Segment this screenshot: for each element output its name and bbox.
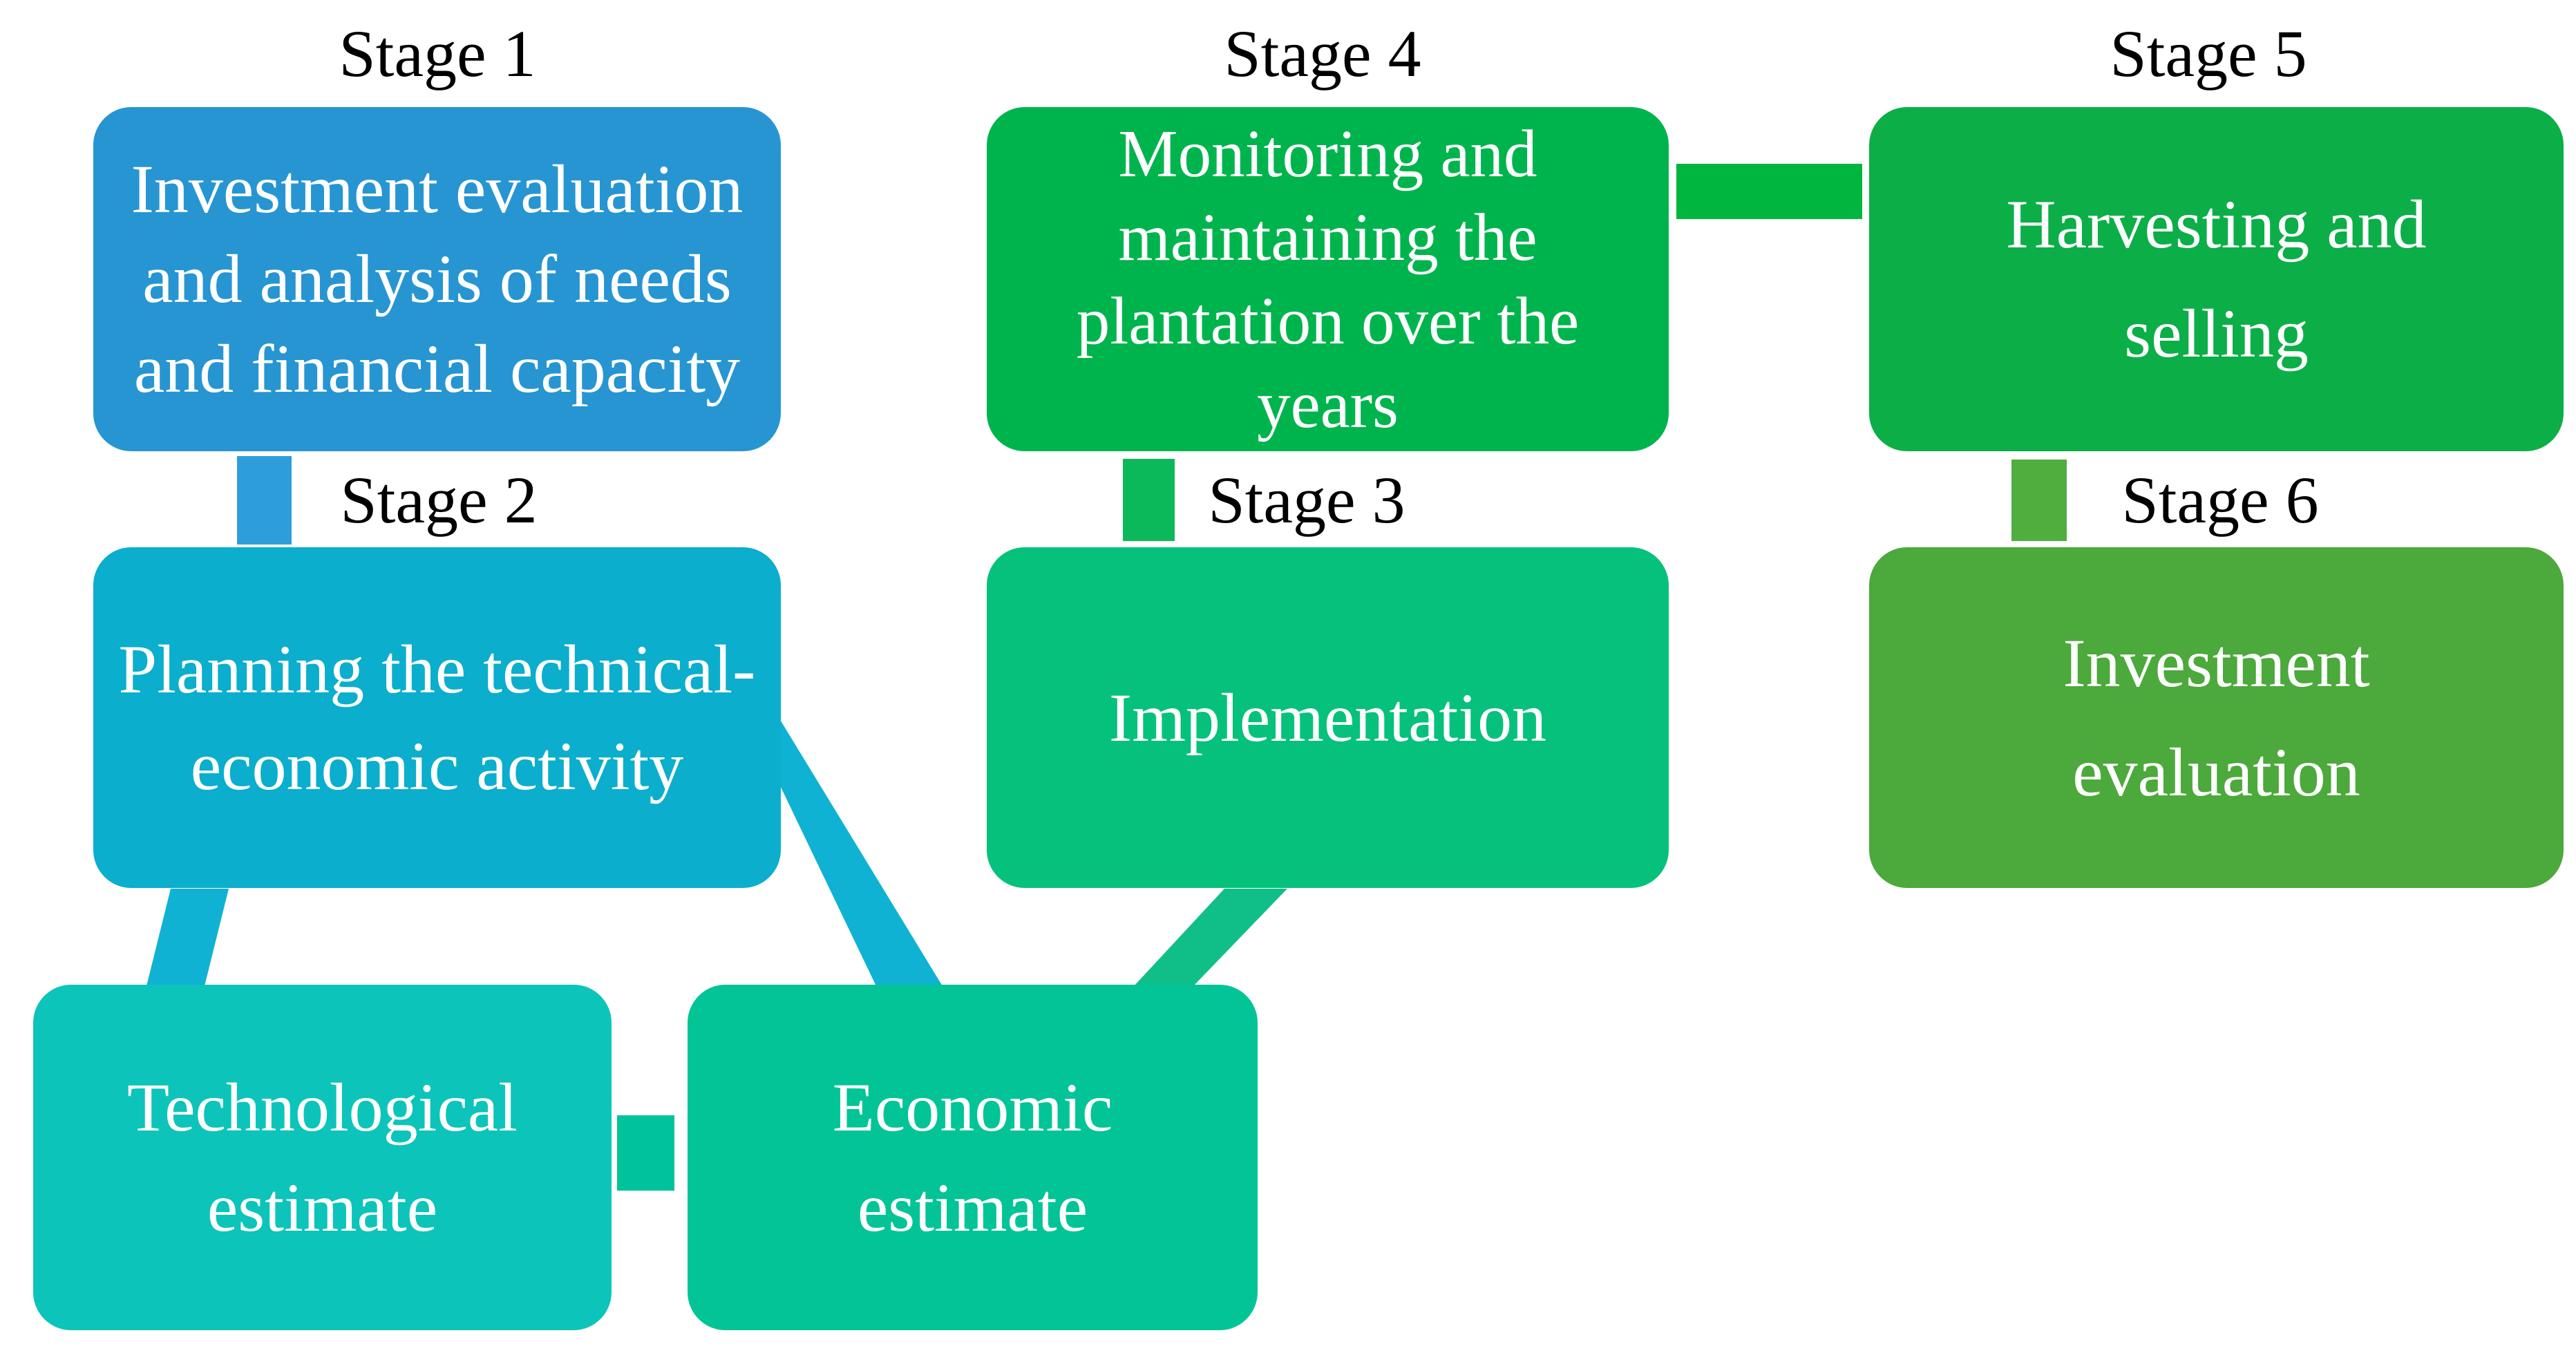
connector-technological-economic bbox=[617, 1115, 674, 1191]
technological-estimate-text-line1: Technological bbox=[127, 1069, 518, 1146]
stage-1-box-text-line2: and analysis of needs bbox=[142, 240, 732, 317]
stage-1-box-text-line1: Investment evaluation bbox=[131, 151, 744, 227]
economic-estimate-text-line2: estimate bbox=[857, 1169, 1088, 1246]
stage-3-label: Stage 3 bbox=[1208, 463, 1405, 537]
technological-estimate-text-line2: estimate bbox=[207, 1169, 438, 1246]
implementation-text-line1: Implementation bbox=[1108, 679, 1547, 756]
economic-estimate-text-line1: Economic bbox=[832, 1069, 1113, 1146]
stage-2-label: Stage 2 bbox=[340, 463, 538, 537]
stage-4-box-text-line3: plantation over the bbox=[1076, 284, 1580, 358]
connector-implementation-economic-diagonal bbox=[1134, 889, 1287, 986]
connector-stage2-economic-diagonal bbox=[779, 719, 943, 986]
stage-4-box: Monitoring and maintaining the plantatio… bbox=[987, 107, 1669, 451]
stage-6-box: Investment evaluation bbox=[1869, 547, 2564, 888]
connector-stage4-stage3 bbox=[1123, 459, 1175, 541]
stage-2-box-text-line2: economic activity bbox=[190, 727, 684, 804]
stage-5-box-text-line1: Harvesting and bbox=[2006, 186, 2427, 263]
stage-2-box-text-line1: Planning the technical- bbox=[118, 630, 756, 708]
connector-stage1-stage2 bbox=[237, 456, 292, 545]
stage-4-box-text-line1: Monitoring and bbox=[1118, 116, 1537, 191]
stage-3-implementation-box: Implementation bbox=[987, 547, 1669, 888]
stage-4-label: Stage 4 bbox=[1224, 17, 1421, 91]
stage-1-label: Stage 1 bbox=[339, 17, 536, 91]
stage-5-box: Harvesting and selling bbox=[1869, 107, 2564, 451]
stage-1-box-text-line3: and financial capacity bbox=[133, 330, 741, 407]
stage-6-box-text-line1: Investment bbox=[2063, 624, 2370, 701]
stage-5-box-text-line2: selling bbox=[2124, 295, 2309, 372]
stage-4-box-text-line4: years bbox=[1257, 368, 1399, 442]
stage-6-box-text-line2: evaluation bbox=[2072, 733, 2360, 811]
connector-stage4-stage5 bbox=[1676, 164, 1862, 219]
connector-stage5-stage6 bbox=[2011, 460, 2067, 541]
connector-stage2-technological-diagonal bbox=[146, 889, 229, 986]
technological-estimate-box: Technological estimate bbox=[33, 985, 612, 1330]
economic-estimate-box: Economic estimate bbox=[688, 985, 1258, 1330]
stage-4-box-text-line2: maintaining the bbox=[1118, 200, 1537, 274]
stage-1-box: Investment evaluation and analysis of ne… bbox=[93, 107, 781, 451]
stage-5-label: Stage 5 bbox=[2110, 17, 2307, 91]
stage-2-box: Planning the technical- economic activit… bbox=[93, 547, 781, 888]
stage-6-label: Stage 6 bbox=[2121, 463, 2319, 537]
